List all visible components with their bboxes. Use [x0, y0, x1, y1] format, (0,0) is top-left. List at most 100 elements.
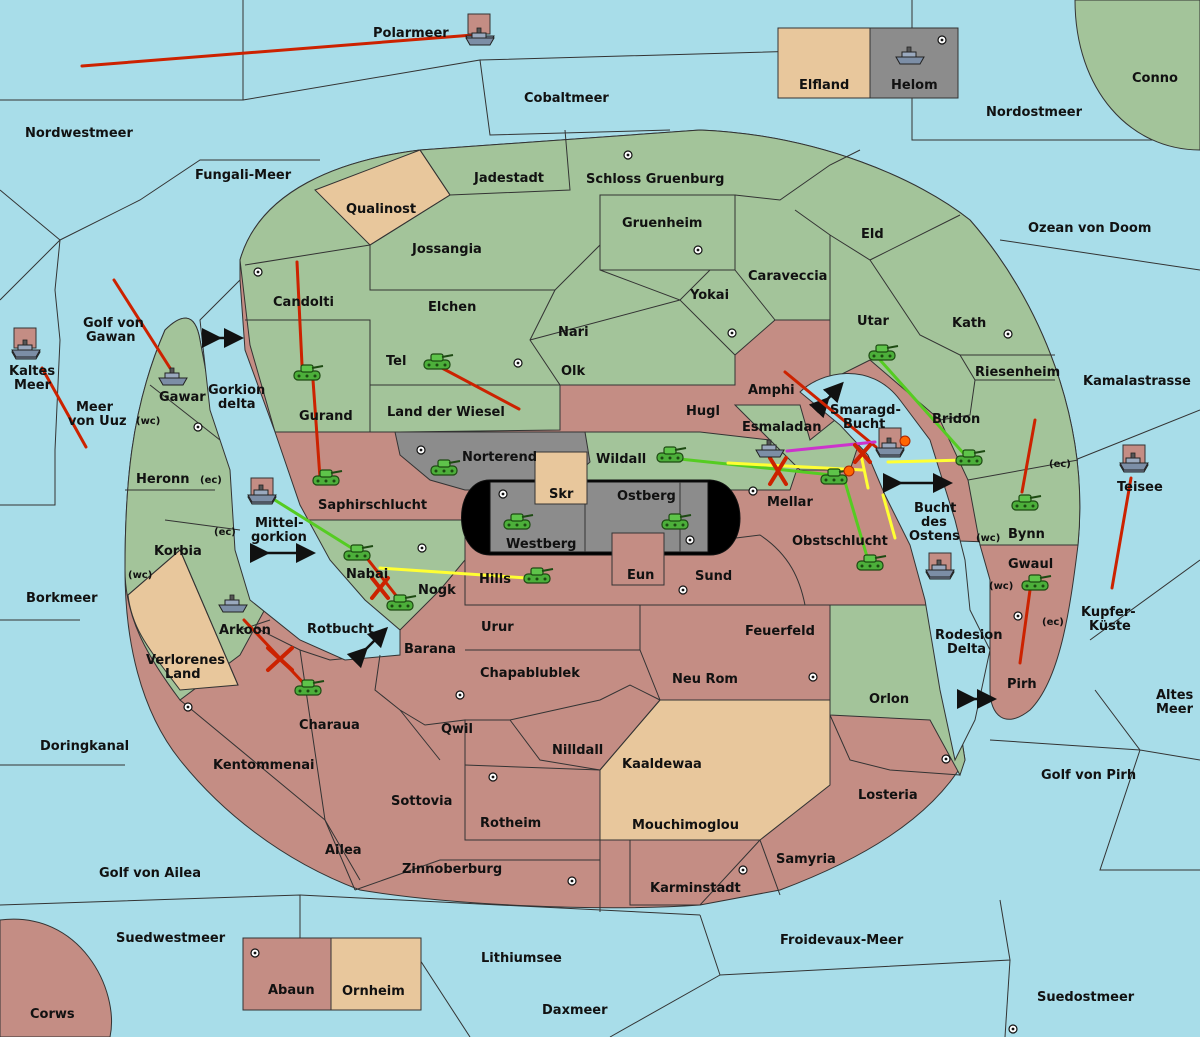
label-charaua: Charaua: [299, 718, 360, 733]
label-suedostmeer: Suedostmeer: [1037, 990, 1135, 1005]
province-borders: [125, 129, 1079, 912]
order-lines: [40, 33, 1133, 692]
label-ailea: Ailea: [325, 843, 362, 858]
label-rodesion-2: Delta: [947, 642, 986, 657]
label-rodesion: Rodesion: [935, 628, 1002, 643]
label-verlorenes-2: Land: [165, 667, 201, 682]
label-golf-gawan-2: Gawan: [86, 330, 135, 345]
label-nari: Nari: [558, 325, 589, 340]
inner-seas: [199, 278, 991, 762]
label-froidevaux: Froidevaux-Meer: [780, 933, 904, 948]
label-samyria: Samyria: [776, 852, 836, 867]
label-mellar: Mellar: [767, 495, 813, 510]
label-korbia: Korbia: [154, 544, 202, 559]
label-riesenheim: Riesenheim: [975, 365, 1060, 380]
label-golf-gawan: Golf von: [83, 316, 144, 331]
label-korbia-wc: (wc): [128, 570, 152, 581]
label-utar: Utar: [857, 314, 890, 329]
label-jossangia: Jossangia: [411, 242, 482, 257]
label-pirh: Pirh: [1007, 677, 1037, 692]
label-mittel: Mittel-: [255, 516, 304, 531]
label-sottovia: Sottovia: [391, 794, 452, 809]
label-caraveccia: Caraveccia: [748, 269, 827, 284]
label-polarmeer: Polarmeer: [373, 26, 449, 41]
label-smaragd-2: Bucht: [843, 417, 885, 432]
label-altes-2: Meer: [1156, 702, 1194, 717]
label-hugl: Hugl: [686, 404, 720, 419]
label-nogk: Nogk: [418, 583, 456, 598]
label-suedwestmeer: Suedwestmeer: [116, 931, 226, 946]
label-gawar-wc: (wc): [136, 416, 160, 427]
label-teisee: Teisee: [1117, 480, 1163, 495]
label-fungali: Fungali-Meer: [195, 168, 292, 183]
label-heronn: Heronn: [136, 472, 190, 487]
label-karminstadt: Karminstadt: [650, 881, 741, 896]
label-yokai: Yokai: [689, 288, 729, 303]
label-neu-rom: Neu Rom: [672, 672, 738, 687]
label-nordwestmeer: Nordwestmeer: [25, 126, 133, 141]
label-mouchimoglou: Mouchimoglou: [632, 818, 739, 833]
label-korbia-ec: (ec): [214, 527, 236, 538]
label-olk: Olk: [561, 364, 586, 379]
label-barana: Barana: [404, 642, 456, 657]
units: [11, 13, 1149, 696]
label-wildall: Wildall: [596, 452, 646, 467]
label-kupfer-2: Küste: [1089, 619, 1131, 634]
label-ozean: Ozean von Doom: [1028, 221, 1151, 236]
label-elfland: Elfland: [799, 78, 849, 93]
label-kaaldewaa: Kaaldewaa: [622, 757, 702, 772]
label-borkmeer: Borkmeer: [26, 591, 98, 606]
label-doringkanal: Doringkanal: [40, 739, 129, 754]
label-ostberg: Ostberg: [617, 489, 676, 504]
map-labels: Polarmeer Cobaltmeer Nordwestmeer Fungal…: [9, 26, 1194, 1022]
label-kamalastrasse: Kamalastrasse: [1083, 374, 1191, 389]
label-gurand: Gurand: [299, 409, 353, 424]
label-kaltes-2: Meer: [14, 378, 52, 393]
label-uuz: Meer: [76, 400, 114, 415]
label-sund: Sund: [695, 569, 732, 584]
label-riesenheim-ec: (ec): [1049, 459, 1071, 470]
label-rotheim: Rotheim: [480, 816, 541, 831]
label-obstschlucht: Obstschlucht: [792, 534, 888, 549]
label-corws: Corws: [30, 1007, 75, 1022]
label-golf-ailea: Golf von Ailea: [99, 866, 201, 881]
label-losteria: Losteria: [858, 788, 918, 803]
label-esmaladan: Esmaladan: [742, 420, 822, 435]
label-gwaul-ec: (ec): [1042, 617, 1064, 628]
label-gruenheim: Gruenheim: [622, 216, 702, 231]
label-candolti: Candolti: [273, 295, 334, 310]
label-rotbucht: Rotbucht: [307, 622, 374, 637]
label-kath: Kath: [952, 316, 986, 331]
label-kaltes: Kaltes: [9, 364, 55, 379]
label-verlorenes: Verlorenes: [146, 653, 225, 668]
label-elchen: Elchen: [428, 300, 476, 315]
label-bucht: Bucht: [914, 501, 956, 516]
label-heronn-ec: (ec): [200, 475, 222, 486]
label-altes: Altes: [1156, 688, 1194, 703]
label-bynn-wc: (wc): [976, 533, 1000, 544]
label-bridon: Bridon: [932, 412, 980, 427]
label-land-wiesel: Land der Wiesel: [387, 405, 505, 420]
convoy-arrows: [202, 328, 997, 709]
label-skr: Skr: [549, 487, 574, 502]
label-bynn: Bynn: [1008, 527, 1045, 542]
label-conno: Conno: [1132, 71, 1178, 86]
label-bucht-2: des: [921, 515, 947, 530]
label-helom: Helom: [891, 78, 938, 93]
label-nabai: Nabai: [346, 567, 388, 582]
label-gorkion-2: delta: [218, 397, 256, 412]
label-gwaul-wc: (wc): [989, 581, 1013, 592]
label-saphir: Saphirschlucht: [318, 498, 427, 513]
label-ornheim: Ornheim: [342, 984, 405, 999]
label-smaragd: Smaragd-: [830, 403, 901, 418]
label-eun: Eun: [627, 568, 654, 583]
label-nordostmeer: Nordostmeer: [986, 105, 1083, 120]
label-schloss: Schloss Gruenburg: [586, 172, 724, 187]
label-cobaltmeer: Cobaltmeer: [524, 91, 609, 106]
failed-order-marks: [266, 443, 872, 672]
label-gorkion: Gorkion: [208, 383, 265, 398]
label-orlon: Orlon: [869, 692, 909, 707]
label-mittel-2: gorkion: [251, 530, 307, 545]
